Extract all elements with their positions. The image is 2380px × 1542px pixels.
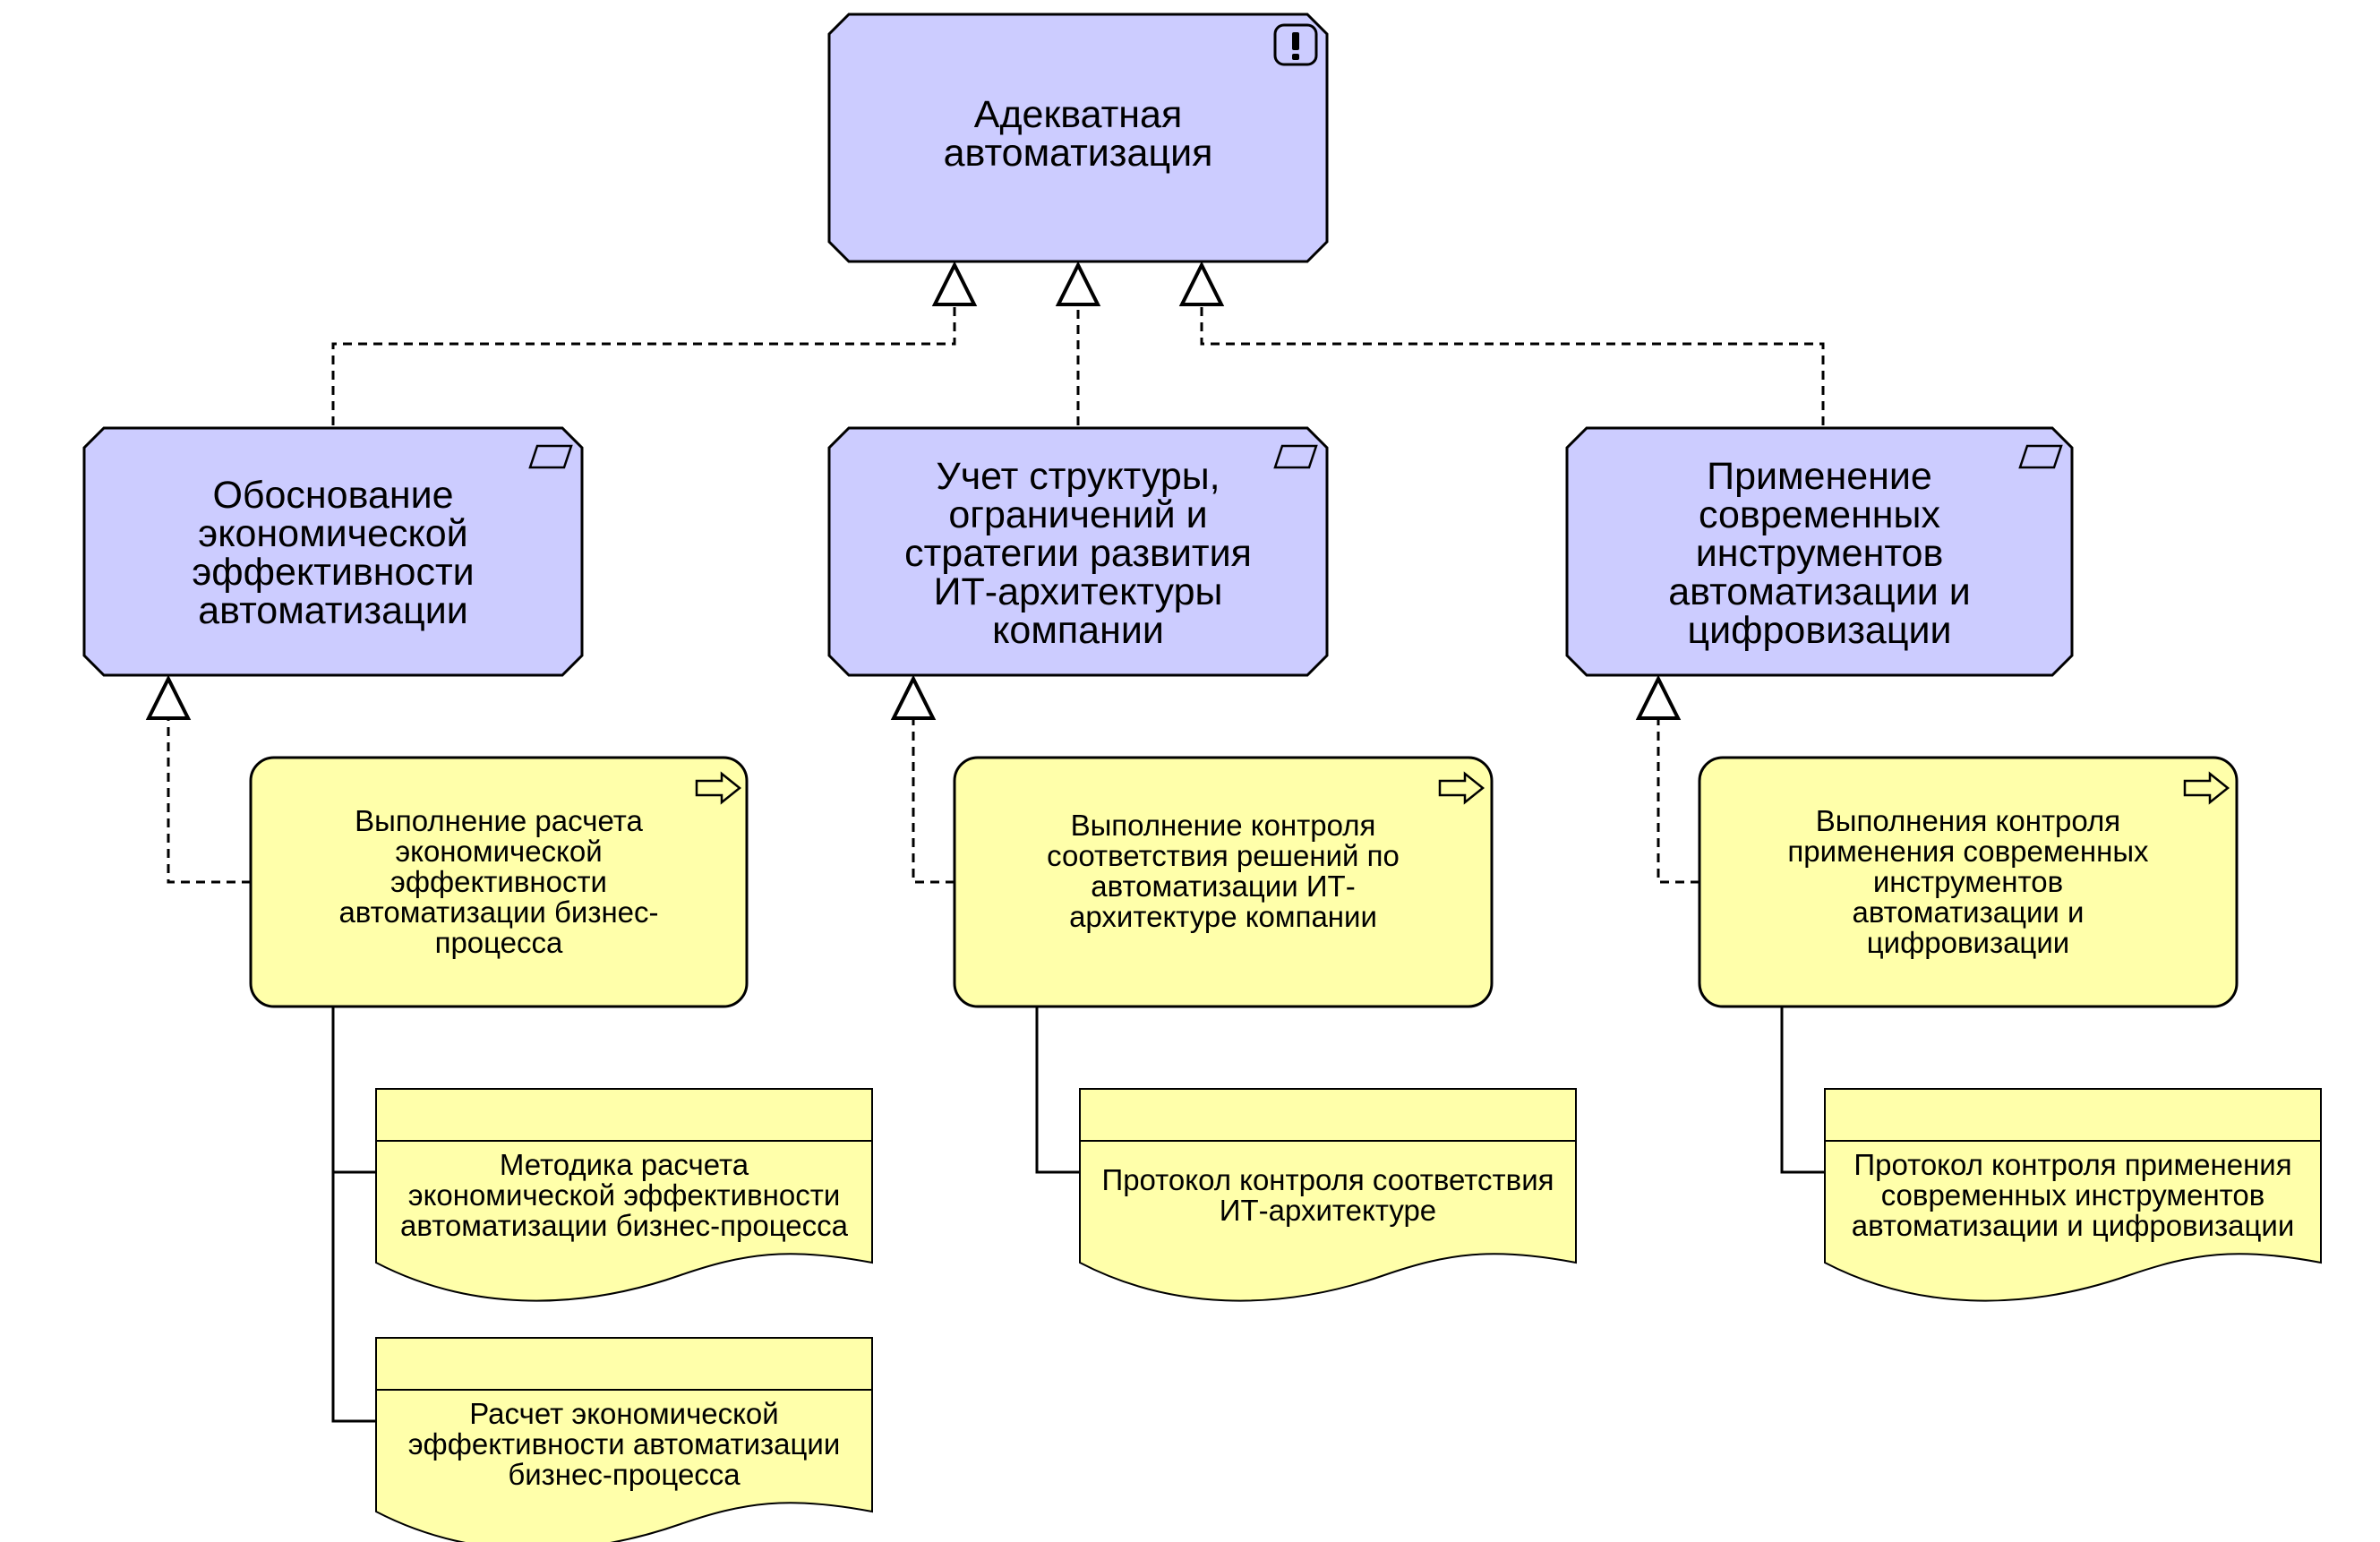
access-connector xyxy=(1035,1007,1080,1174)
document-shape xyxy=(1824,1088,2322,1302)
process-box[interactable] xyxy=(953,756,1494,1008)
realization-connector xyxy=(167,718,251,884)
process-box[interactable] xyxy=(249,756,749,1008)
document-shape xyxy=(1079,1088,1577,1302)
principle-shape xyxy=(1565,426,2074,677)
document-shape xyxy=(375,1088,873,1302)
realization-connector xyxy=(1200,304,1825,425)
process-box[interactable] xyxy=(1698,756,2239,1008)
principle-box[interactable] xyxy=(827,426,1329,677)
arrow-right-icon xyxy=(1438,771,1485,805)
process-shape xyxy=(249,756,749,1008)
principle-box[interactable] xyxy=(82,426,584,677)
realization-arrowhead xyxy=(1635,674,1682,720)
process-shape xyxy=(1698,756,2239,1008)
realization-arrowhead xyxy=(890,674,937,720)
process-shape xyxy=(953,756,1494,1008)
document-box[interactable] xyxy=(375,1337,873,1542)
realization-arrowhead xyxy=(931,261,978,306)
arrow-right-icon xyxy=(695,771,742,805)
goal-box[interactable] xyxy=(827,13,1329,263)
access-connector xyxy=(1780,1007,1825,1174)
document-box[interactable] xyxy=(1824,1088,2322,1302)
exclamation-icon xyxy=(1273,23,1318,66)
realization-connector xyxy=(1657,718,1699,884)
principle-shape xyxy=(827,426,1329,677)
parallelogram-icon xyxy=(528,444,573,469)
document-shape xyxy=(375,1337,873,1542)
document-box[interactable] xyxy=(375,1088,873,1302)
parallelogram-icon xyxy=(2018,444,2063,469)
realization-arrowhead xyxy=(145,674,192,720)
goal-shape xyxy=(827,13,1329,263)
document-box[interactable] xyxy=(1079,1088,1577,1302)
parallelogram-icon xyxy=(1273,444,1318,469)
realization-arrowhead xyxy=(1055,261,1101,306)
realization-connector xyxy=(331,304,956,425)
realization-arrowhead xyxy=(1178,261,1225,306)
arrow-right-icon xyxy=(2183,771,2230,805)
access-connector xyxy=(331,1007,376,1423)
principle-shape xyxy=(82,426,584,677)
realization-connector xyxy=(912,718,955,884)
principle-box[interactable] xyxy=(1565,426,2074,677)
